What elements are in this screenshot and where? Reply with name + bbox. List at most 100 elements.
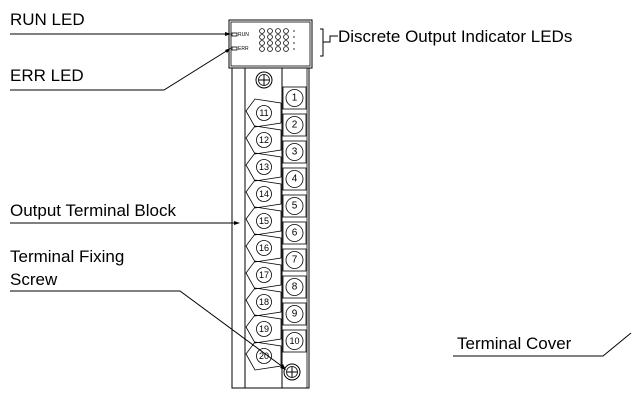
status-leds: RUN ERR bbox=[231, 32, 249, 52]
led-panel-inner bbox=[230, 21, 311, 67]
terminal-box bbox=[282, 275, 307, 299]
terminal-box bbox=[282, 140, 307, 164]
terminal-number-circle bbox=[285, 251, 304, 269]
err-led-tag: ERR bbox=[238, 46, 249, 52]
callout-fixing-screw: Terminal Fixing Screw bbox=[10, 247, 286, 370]
discrete-output-led-grid bbox=[259, 28, 295, 52]
terminal-number: 12 bbox=[259, 135, 269, 145]
output-led-indicator bbox=[275, 28, 281, 34]
terminal-number: 2 bbox=[292, 120, 298, 131]
terminal-box bbox=[282, 221, 307, 245]
fixing-screw-leader bbox=[10, 290, 284, 368]
terminal-number: 15 bbox=[259, 216, 269, 226]
terminal-number-circle bbox=[256, 213, 272, 229]
terminal-box bbox=[282, 248, 307, 272]
terminal-number: 10 bbox=[289, 336, 299, 346]
terminal-clamp bbox=[245, 179, 282, 209]
terminal-box bbox=[282, 113, 307, 137]
err-led bbox=[231, 46, 238, 51]
run-led-label: RUN LED bbox=[10, 10, 85, 29]
terminal-number-circle bbox=[256, 294, 272, 310]
top-fixing-screw bbox=[255, 71, 273, 89]
output-led-indicator bbox=[267, 28, 273, 34]
output-led-indicator bbox=[283, 34, 289, 40]
output-led-indicator bbox=[259, 40, 265, 46]
terminal-box bbox=[282, 167, 307, 191]
terminal-number: 18 bbox=[259, 297, 269, 307]
terminal-clamp bbox=[245, 206, 282, 236]
output-led-indicator bbox=[267, 46, 273, 52]
output-led-indicator bbox=[267, 40, 273, 46]
indicator-leader bbox=[323, 35, 338, 43]
terminal-number-circle bbox=[256, 348, 272, 364]
callout-terminal-cover: Terminal Cover bbox=[453, 332, 632, 357]
terminal-number: 20 bbox=[259, 351, 269, 361]
output-led-indicator bbox=[275, 40, 281, 46]
module-body bbox=[228, 19, 313, 389]
terminal-number-circle bbox=[256, 105, 272, 121]
output-led-indicator bbox=[275, 34, 281, 40]
run-led-arrow bbox=[225, 32, 231, 36]
terminal-number-circle bbox=[256, 132, 272, 148]
terminal-clamp bbox=[245, 287, 282, 317]
err-led-leader bbox=[10, 49, 229, 91]
led-panel bbox=[228, 19, 313, 69]
terminal-box bbox=[282, 329, 307, 353]
terminal-number: 13 bbox=[259, 162, 269, 172]
callout-run-led: RUN LED bbox=[10, 10, 231, 36]
output-led-indicator bbox=[283, 40, 289, 46]
terminal-clamp bbox=[245, 314, 282, 344]
output-led-indicator bbox=[267, 34, 273, 40]
terminal-box bbox=[282, 302, 307, 326]
terminal-number-circle bbox=[285, 143, 304, 161]
terminal-number-circle bbox=[285, 170, 304, 188]
terminal-number-circle bbox=[285, 332, 304, 350]
fixing-screw-arrow bbox=[280, 364, 286, 370]
err-led-label: ERR LED bbox=[10, 66, 84, 85]
terminal-clamp bbox=[245, 152, 282, 182]
terminal-clamp bbox=[245, 260, 282, 290]
terminal-cover-leader bbox=[453, 332, 632, 357]
terminal-clamp bbox=[245, 341, 282, 371]
callout-output-indicators: Discrete Output Indicator LEDs bbox=[320, 27, 572, 57]
callout-err-led: ERR LED bbox=[10, 48, 231, 91]
terminal-number-circle bbox=[256, 240, 272, 256]
terminal-number-circle bbox=[285, 197, 304, 215]
terminal-number-circle bbox=[256, 186, 272, 202]
terminal-number: 7 bbox=[292, 255, 298, 266]
terminal-number: 14 bbox=[259, 189, 269, 199]
output-led-indicator bbox=[259, 34, 265, 40]
output-indicators-label: Discrete Output Indicator LEDs bbox=[338, 27, 572, 46]
terminal-clamp bbox=[245, 98, 282, 128]
terminal-cover-label: Terminal Cover bbox=[457, 334, 572, 353]
output-terminal-block-label: Output Terminal Block bbox=[10, 201, 176, 220]
output-led-indicator bbox=[283, 46, 289, 52]
terminal-number-circle bbox=[285, 224, 304, 242]
terminal-number: 8 bbox=[292, 282, 298, 293]
terminal-number: 16 bbox=[259, 243, 269, 253]
output-led-indicator bbox=[275, 46, 281, 52]
terminal-box bbox=[282, 86, 307, 110]
terminal-number: 11 bbox=[259, 108, 268, 118]
callout-output-terminal-block: Output Terminal Block bbox=[10, 201, 240, 225]
terminal-number-circle bbox=[285, 89, 304, 107]
terminal-number: 1 bbox=[292, 93, 298, 104]
terminal-number-circle bbox=[285, 278, 304, 296]
terminal-number: 3 bbox=[292, 147, 298, 158]
bottom-fixing-screw bbox=[283, 363, 301, 381]
terminal-number-circle bbox=[285, 305, 304, 323]
terminal-box bbox=[282, 194, 307, 218]
fixing-screw-label-line2: Screw bbox=[10, 270, 58, 289]
terminal-clamp bbox=[245, 233, 282, 263]
terminal-number: 9 bbox=[292, 309, 298, 320]
run-led bbox=[231, 32, 238, 37]
terminal-number-circle bbox=[285, 116, 304, 134]
err-led-arrow bbox=[225, 48, 231, 53]
terminal-number: 17 bbox=[259, 270, 269, 280]
fixing-screw-label-line1: Terminal Fixing bbox=[10, 247, 124, 266]
output-led-indicator bbox=[283, 28, 289, 34]
indicator-bracket bbox=[320, 28, 324, 57]
